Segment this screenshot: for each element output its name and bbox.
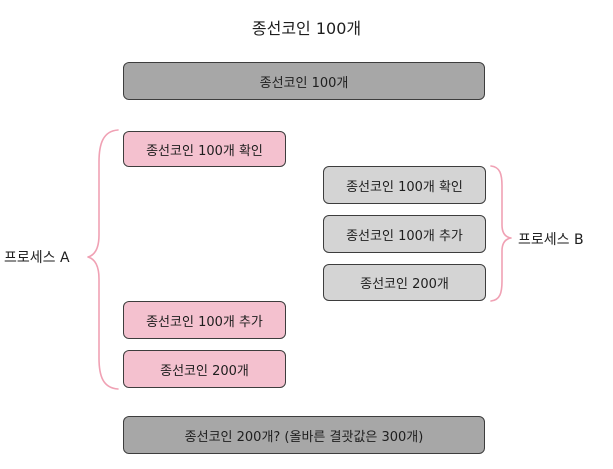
final-state-label: 종선코인 200개? (올바른 결괏값은 300개) bbox=[184, 429, 424, 445]
process-a-step-check-label: 종선코인 100개 확인 bbox=[146, 143, 263, 159]
process-a-label: 프로세스 A bbox=[4, 250, 70, 266]
process-b-step-check: 종선코인 100개 확인 bbox=[323, 166, 486, 204]
process-a-step-add: 종선코인 100개 추가 bbox=[123, 301, 286, 339]
process-b-label: 프로세스 B bbox=[518, 232, 584, 248]
process-a-step-result-label: 종선코인 200개 bbox=[160, 363, 249, 379]
process-b-step-check-label: 종선코인 100개 확인 bbox=[346, 179, 463, 195]
process-a-step-check: 종선코인 100개 확인 bbox=[123, 131, 286, 167]
process-b-step-add: 종선코인 100개 추가 bbox=[323, 215, 486, 253]
process-b-brace bbox=[490, 165, 512, 302]
initial-state-label: 종선코인 100개 bbox=[259, 75, 349, 91]
process-a-step-result: 종선코인 200개 bbox=[123, 350, 286, 388]
diagram-title: 종선코인 100개 bbox=[251, 19, 362, 38]
initial-state-box: 종선코인 100개 bbox=[123, 62, 485, 100]
process-b-step-result-label: 종선코인 200개 bbox=[360, 277, 449, 292]
process-b-step-result: 종선코인 200개 bbox=[323, 264, 486, 301]
process-a-step-add-label: 종선코인 100개 추가 bbox=[146, 314, 263, 330]
final-state-box: 종선코인 200개? (올바른 결괏값은 300개) bbox=[123, 416, 485, 454]
process-a-brace bbox=[87, 129, 119, 390]
process-b-step-add-label: 종선코인 100개 추가 bbox=[346, 228, 463, 244]
